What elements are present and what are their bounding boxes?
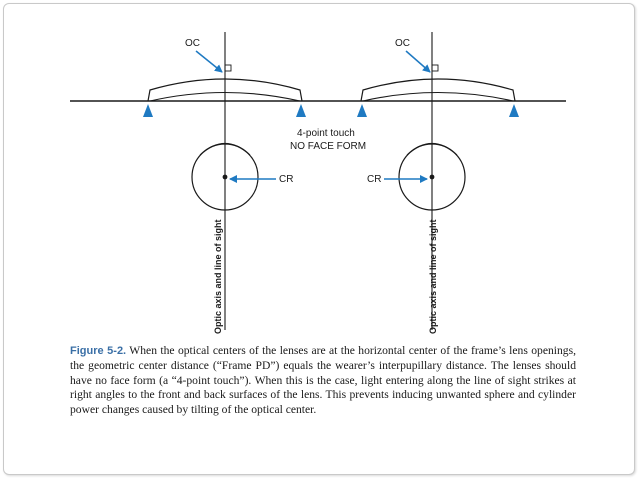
right-lens-back-surface [362,92,514,102]
slide-frame [3,3,635,475]
left-touch-point-1 [143,104,153,117]
figure-label: Figure 5-2. [70,345,127,357]
caption-text: When the optical centers of the lenses a… [70,344,577,417]
left-right-angle-marker [224,64,232,72]
touch-label-line1: 4-point touch [297,128,355,139]
right-cr-label: CR [367,174,381,185]
left-oc-arrow [195,50,223,73]
touch-label-line2: NO FACE FORM [290,141,366,152]
left-oc-label: OC [185,38,200,49]
figure-caption: Figure 5-2. When the optical centers of … [70,344,576,418]
right-touch-point-2 [509,104,519,117]
left-touch-point-2 [296,104,306,117]
right-axis-label: Optic axis and line of sight [428,219,438,334]
right-oc-arrow [405,50,431,73]
right-lens [357,64,519,117]
right-touch-point-1 [357,104,367,117]
right-right-angle-marker [431,64,439,72]
left-axis-label: Optic axis and line of sight [213,219,223,334]
right-lens-front-surface [360,78,516,102]
left-cr-label: CR [279,174,293,185]
right-oc-label: OC [395,38,410,49]
